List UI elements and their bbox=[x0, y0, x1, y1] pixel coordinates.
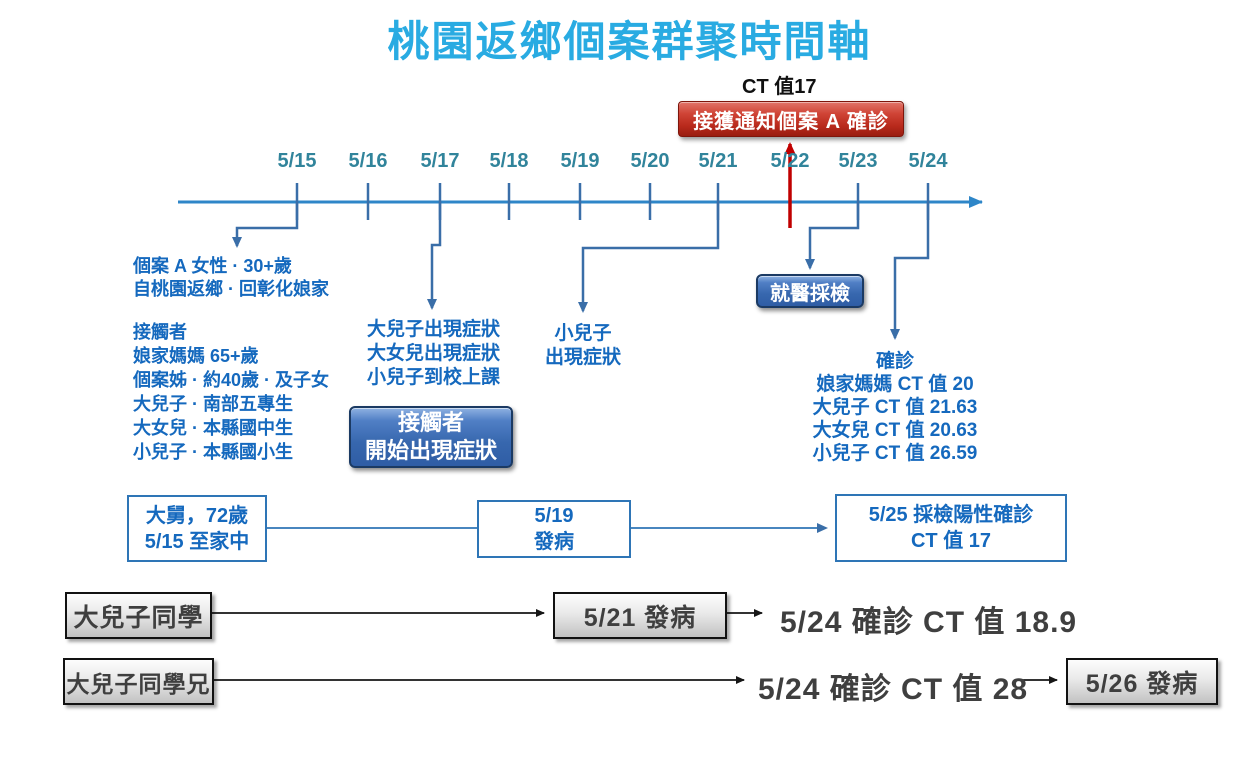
symptom-line: 大兒子出現症狀 bbox=[367, 319, 501, 340]
uncle-confirmed-box: 5/25 採檢陽性確診 CT 值 17 bbox=[835, 494, 1067, 562]
uncle-onset-line: 5/19 bbox=[534, 505, 574, 527]
classmate-brother-onset-box: 5/26 發病 bbox=[1066, 658, 1218, 705]
symptoms-517: 大兒子出現症狀 大女兒出現症狀 小兒子到校上課 bbox=[367, 318, 500, 390]
date-label: 5/17 bbox=[420, 150, 460, 172]
case-a-info: 個案 A 女性 · 30+歲 自桃園返鄉 · 回彰化娘家 bbox=[133, 255, 329, 301]
case-a-line: 個案 A 女性 · 30+歲 bbox=[133, 256, 292, 276]
contact-line: 娘家媽媽 65+歲 bbox=[133, 346, 259, 366]
date-label: 5/22 bbox=[770, 150, 810, 172]
notification-box: 接獲通知個案 A 確診 bbox=[678, 101, 904, 137]
uncle-onset-line: 發病 bbox=[534, 531, 574, 553]
ct-value-label: CT 值17 bbox=[742, 76, 817, 98]
uncle-info-line: 大舅，72歲 bbox=[145, 504, 249, 527]
page-title: 桃園返鄉個案群聚時間軸 bbox=[387, 18, 872, 65]
uncle-info-box: 大舅，72歲 5/15 至家中 bbox=[127, 495, 267, 562]
date-label: 5/21 bbox=[698, 150, 738, 172]
contact-line: 接觸者 bbox=[133, 322, 187, 342]
classmate-brother-result-text: 5/24 確診 CT 值 28 bbox=[758, 673, 1029, 706]
confirmed-line: 大女兒 CT 值 20.63 bbox=[812, 420, 978, 441]
medical-sampling-box: 就醫採檢 bbox=[756, 274, 864, 308]
case-a-line: 自桃園返鄉 · 回彰化娘家 bbox=[133, 279, 329, 299]
classmate-onset-box: 5/21 發病 bbox=[553, 592, 727, 639]
symptom-line: 小兒子 bbox=[554, 323, 612, 344]
date-label: 5/23 bbox=[838, 150, 878, 172]
contact-line: 個案姊 · 約40歲 · 及子女 bbox=[133, 370, 330, 390]
symptom-line: 小兒子到校上課 bbox=[367, 367, 501, 388]
classmate-brother-box: 大兒子同學兄 bbox=[63, 658, 214, 705]
uncle-info-line: 5/15 至家中 bbox=[144, 530, 250, 553]
confirmed-line: 娘家媽媽 CT 值 20 bbox=[816, 374, 974, 395]
confirmed-line: 確診 bbox=[875, 351, 914, 372]
uncle-onset-box: 5/19 發病 bbox=[477, 500, 631, 558]
date-label: 5/18 bbox=[489, 150, 529, 172]
date-label: 5/24 bbox=[908, 150, 948, 172]
confirmed-results: 確診 娘家媽媽 CT 值 20 大兒子 CT 值 21.63 大女兒 CT 值 … bbox=[785, 350, 1005, 465]
confirmed-line: 小兒子 CT 值 26.59 bbox=[812, 443, 978, 464]
contact-line: 大女兒 · 本縣國中生 bbox=[133, 418, 293, 438]
date-label: 5/15 bbox=[277, 150, 317, 172]
symptom-line: 出現症狀 bbox=[544, 347, 621, 368]
date-label: 5/20 bbox=[630, 150, 670, 172]
classmate-row-connectors bbox=[208, 609, 1058, 684]
contact-line: 小兒子 · 本縣國小生 bbox=[133, 442, 293, 462]
contact-onset-box: 接觸者 開始出現症狀 bbox=[349, 406, 513, 468]
contact-line: 大兒子 · 南部五專生 bbox=[133, 394, 293, 414]
contact-onset-line: 開始出現症狀 bbox=[364, 438, 497, 463]
elbow-connectors bbox=[232, 202, 930, 340]
contacts-list: 接觸者 娘家媽媽 65+歲 個案姊 · 約40歲 · 及子女 大兒子 · 南部五… bbox=[133, 320, 329, 464]
confirmed-line: 大兒子 CT 值 21.63 bbox=[812, 397, 978, 418]
classmate-box: 大兒子同學 bbox=[65, 592, 212, 639]
uncle-confirmed-line: 5/25 採檢陽性確診 bbox=[868, 504, 1034, 526]
uncle-confirmed-line: CT 值 17 bbox=[910, 530, 992, 552]
symptoms-519: 小兒子 出現症狀 bbox=[533, 322, 633, 370]
contact-onset-line: 接觸者 bbox=[397, 410, 464, 435]
date-label: 5/16 bbox=[348, 150, 388, 172]
classmate-result-text: 5/24 確診 CT 值 18.9 bbox=[780, 606, 1078, 639]
symptom-line: 大女兒出現症狀 bbox=[367, 343, 501, 364]
date-label: 5/19 bbox=[560, 150, 600, 172]
